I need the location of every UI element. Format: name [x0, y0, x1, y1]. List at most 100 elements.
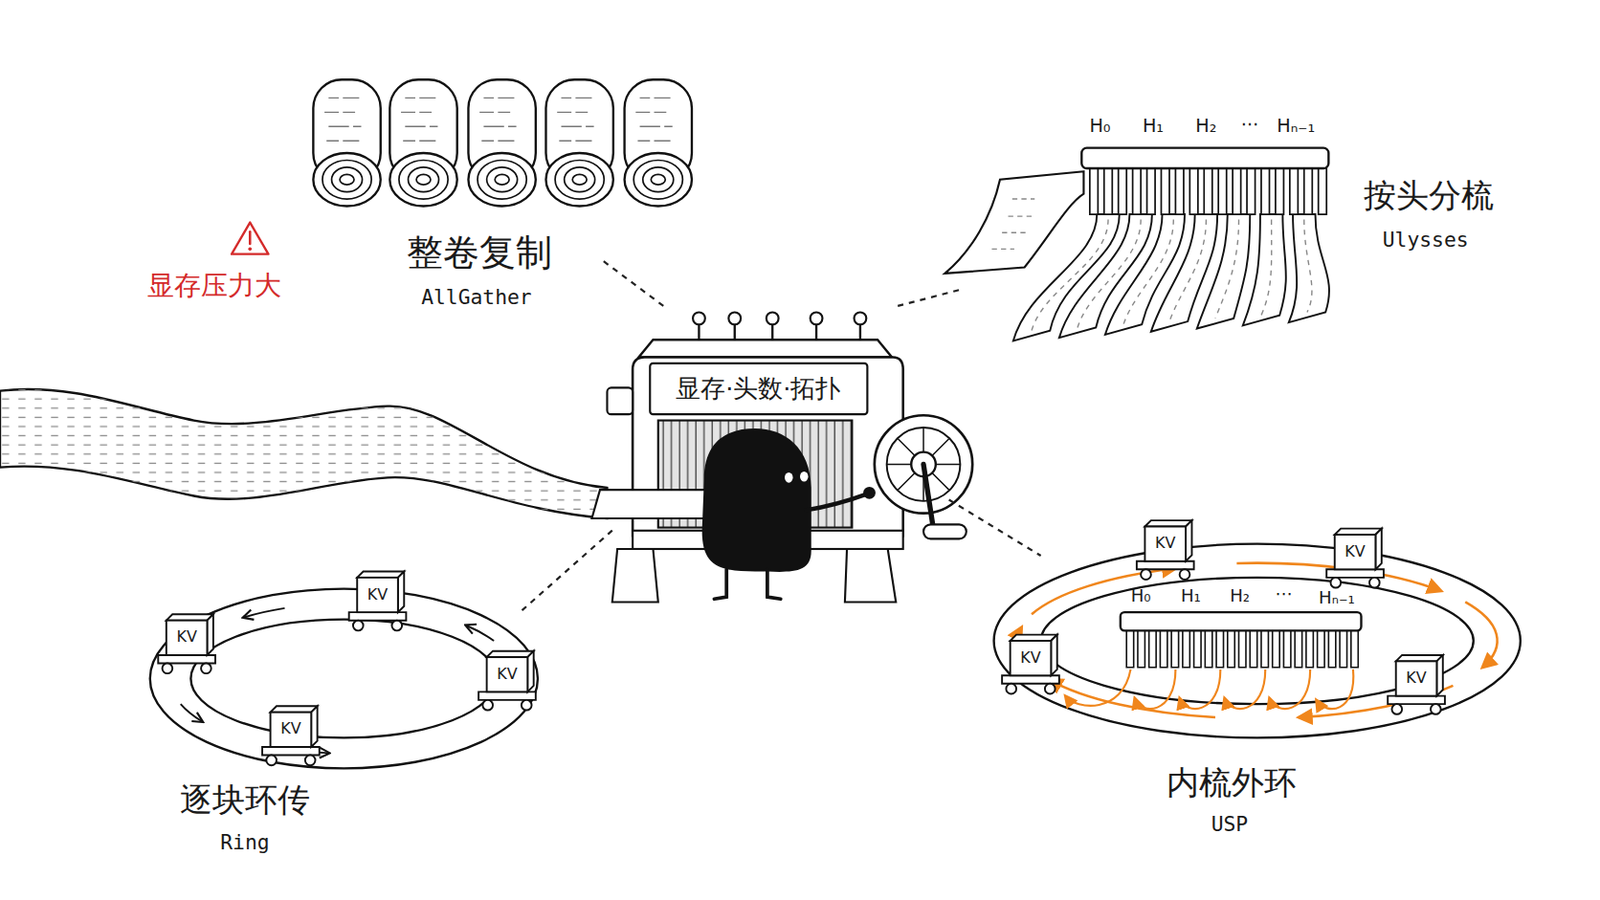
paper-strip [0, 389, 607, 519]
selector-machine-art [591, 311, 973, 602]
selector-machine-art [810, 311, 823, 325]
head-comb [1081, 148, 1329, 169]
kv-cart [262, 706, 320, 766]
usp-comb [1269, 669, 1312, 710]
character [784, 472, 794, 484]
usp-track [1031, 568, 1176, 615]
kv-label: KV [280, 721, 301, 739]
warning-icon [248, 231, 252, 245]
ring-track [150, 589, 538, 770]
method-subtitle: USP [1211, 813, 1249, 836]
selector-machine-art [639, 339, 892, 357]
usp-comb [1065, 612, 1361, 710]
selector-machine-art [692, 311, 706, 325]
usp-track [994, 544, 1521, 739]
usp-track [994, 544, 1521, 739]
ring-track [190, 620, 497, 739]
kv-label: KV [1344, 543, 1365, 561]
warning-icon [247, 247, 252, 252]
paper-rolls [624, 79, 692, 206]
dashed-connector [520, 531, 613, 613]
ring-track [180, 704, 202, 722]
dashed-connector [949, 499, 1042, 556]
warning-icon [231, 222, 268, 255]
selector-machine-art [923, 524, 967, 539]
method-title: 整卷复制 [406, 232, 553, 273]
selector-machine-art [612, 549, 659, 602]
method-title: 按头分梳 [1363, 177, 1494, 215]
machine-sign: 显存·头数·拓扑 [675, 375, 841, 402]
head-label: Hₙ₋₁ [1276, 116, 1315, 137]
selector-machine: 显存·头数·拓扑 [612, 306, 950, 602]
selector-machine-art [844, 549, 896, 602]
paper-rolls [312, 79, 692, 206]
method-subtitle: Ring [220, 831, 269, 854]
method-title: 内梳外环 [1166, 765, 1297, 802]
head-label: ⋯ [1241, 114, 1260, 135]
head-comb [1089, 168, 1327, 215]
character [805, 493, 867, 511]
character [863, 487, 876, 500]
method-group: 逐块环传 Ring [142, 571, 521, 863]
head-comb [1288, 214, 1330, 323]
method-title: 逐块环传 [179, 782, 311, 820]
selector-machine-art [606, 387, 633, 415]
head-comb [944, 171, 1084, 274]
selector-machine-art [591, 489, 714, 519]
kv-label: KV [496, 666, 517, 684]
usp-comb [1316, 669, 1355, 710]
method-group: 内梳外环 USP [1041, 520, 1527, 847]
kv-label: KV [1405, 669, 1426, 688]
selector-machine-art [698, 318, 860, 340]
dashed-connector [601, 260, 664, 307]
head-comb [991, 199, 1035, 249]
method-subtitle: Ulysses [1382, 228, 1469, 251]
warning-note: 显存压力大 [147, 270, 282, 300]
dashed-connector [897, 288, 965, 307]
kv-label: KV [1155, 535, 1176, 554]
kv-label: KV [176, 629, 197, 647]
head-label: H₁ [1180, 586, 1201, 606]
ring-track [244, 608, 286, 619]
kv-cart [1326, 529, 1384, 589]
paper-rolls [312, 79, 380, 206]
kv-cart [1001, 520, 1445, 715]
usp-comb [1120, 612, 1362, 631]
usp-comb [1179, 669, 1222, 710]
head-comb [944, 148, 1330, 342]
method-group: 整卷复制 AllGather [356, 226, 602, 317]
head-label: H₀ [1088, 116, 1111, 137]
head-comb [1031, 219, 1312, 331]
paper-rolls [389, 79, 457, 206]
head-label: ⋯ [1274, 584, 1292, 604]
kv-cart [157, 614, 216, 674]
selector-machine-art [854, 311, 867, 325]
usp-track [1465, 601, 1497, 667]
usp-track [1048, 680, 1216, 718]
kv-cart [157, 571, 536, 766]
ring-track [150, 589, 538, 770]
character [713, 569, 780, 600]
warning-icon [231, 222, 268, 255]
character [702, 428, 812, 573]
head-label: H₁ [1142, 116, 1164, 137]
character [800, 471, 809, 483]
ring-track [466, 625, 494, 642]
selector-machine-art [766, 311, 779, 325]
head-comb [1243, 214, 1287, 326]
kv-cart [1387, 655, 1445, 715]
method-subtitle: AllGather [421, 287, 532, 310]
usp-comb [1065, 669, 1131, 707]
selector-machine-art [923, 464, 934, 531]
character [702, 428, 876, 600]
usp-comb [1224, 669, 1267, 710]
usp-comb [1134, 669, 1177, 710]
kv-cart [1136, 520, 1195, 580]
kv-cart [349, 571, 407, 631]
paper-strip [0, 389, 607, 519]
paper-rolls [545, 79, 613, 206]
